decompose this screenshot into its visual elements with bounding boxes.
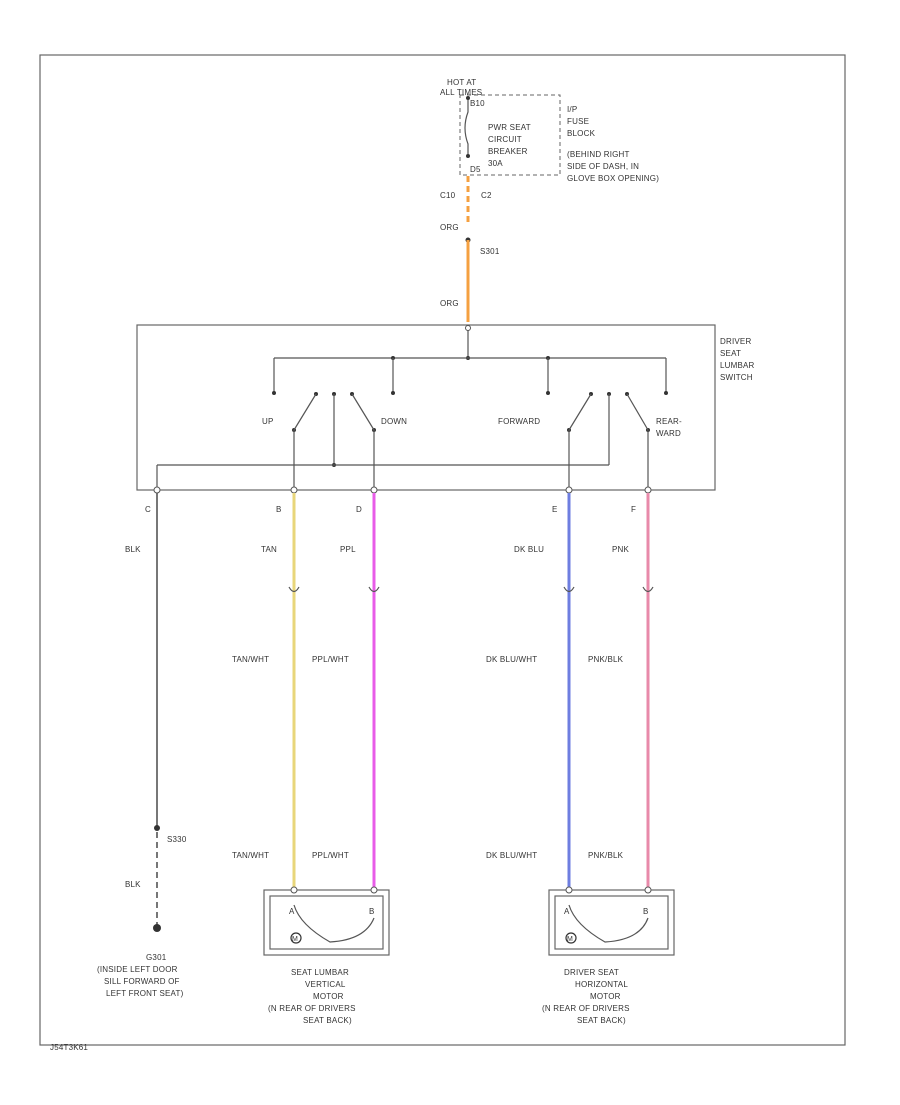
diagram-code: J54T3K61 xyxy=(50,1043,88,1052)
pin-c-label: C xyxy=(145,505,151,514)
switch-label-3: LUMBAR xyxy=(720,361,755,370)
fuse-block-outline xyxy=(459,94,561,176)
right-motor-pin-a: A xyxy=(564,907,570,916)
fuse-location-2: FUSE xyxy=(567,117,589,126)
right-motor-label-4: (N REAR OF DRIVERS xyxy=(542,1004,630,1013)
fuse-location-5: SIDE OF DASH, IN xyxy=(567,162,639,171)
switch-pin-connectors xyxy=(153,486,652,494)
switch-internal-wiring xyxy=(156,325,668,490)
outer-frame xyxy=(39,54,846,1046)
right-motor-label-2: HORIZONTAL xyxy=(575,980,628,989)
pin-e-label: E xyxy=(552,505,558,514)
switch-forward-label: FORWARD xyxy=(498,417,540,426)
feed-connector-left: C10 xyxy=(440,191,456,200)
motor-icon: M xyxy=(565,932,577,944)
feed-splice-label: S301 xyxy=(480,247,500,256)
svg-text:M: M xyxy=(567,936,573,943)
wire-ppl-label: PPL xyxy=(340,545,356,554)
right-motor-label-3: MOTOR xyxy=(590,992,621,1001)
wire-tan-label: TAN xyxy=(261,545,277,554)
pin-d-label: D xyxy=(356,505,362,514)
ground-symbol xyxy=(153,924,161,932)
wire-dk-blu-label: DK BLU xyxy=(514,545,544,554)
feed-connector-right: C2 xyxy=(481,191,492,200)
wire-pnk-label: PNK xyxy=(612,545,630,554)
ground-label-1: G301 xyxy=(146,953,167,962)
wire-dk-blu-wht-label-2: DK BLU/WHT xyxy=(486,851,537,860)
ground-splice-label: S330 xyxy=(167,835,187,844)
pin-f-label: F xyxy=(631,505,636,514)
wire-ppl-wht-label-1: PPL/WHT xyxy=(312,655,349,664)
fuse-location-3: BLOCK xyxy=(567,129,596,138)
switch-down-label: DOWN xyxy=(381,417,407,426)
breaker-line-4: 30A xyxy=(488,159,503,168)
inline-connectors xyxy=(288,586,654,593)
driver-seat-horizontal-motor: A B M xyxy=(548,886,675,956)
wire-tan-wht-label-1: TAN/WHT xyxy=(232,655,269,664)
fuse-location-1: I/P xyxy=(567,105,577,114)
right-motor-pin-b: B xyxy=(643,907,649,916)
hot-label-2: ALL TIMES xyxy=(440,88,482,97)
switch-label-1: DRIVER xyxy=(720,337,751,346)
right-motor-label-1: DRIVER SEAT xyxy=(564,968,619,977)
fuse-location-6: GLOVE BOX OPENING) xyxy=(567,174,659,183)
switch-up-label: UP xyxy=(262,417,274,426)
breaker-line-2: CIRCUIT xyxy=(488,135,522,144)
wire-pnk-blk-label-1: PNK/BLK xyxy=(588,655,624,664)
feed-wire-label-1: ORG xyxy=(440,223,459,232)
ground-label-4: LEFT FRONT SEAT) xyxy=(106,989,184,998)
breaker-line-3: BREAKER xyxy=(488,147,528,156)
circuit-breaker-symbol xyxy=(464,96,470,158)
left-motor-pin-a: A xyxy=(289,907,295,916)
wire-tan-wht-label-2: TAN/WHT xyxy=(232,851,269,860)
left-motor-label-5: SEAT BACK) xyxy=(303,1016,352,1025)
left-motor-label-4: (N REAR OF DRIVERS xyxy=(268,1004,356,1013)
wire-blk-label: BLK xyxy=(125,545,141,554)
switch-rearward-label-2: WARD xyxy=(656,429,681,438)
right-motor-label-5: SEAT BACK) xyxy=(577,1016,626,1025)
fuse-pin-bottom: D5 xyxy=(470,165,481,174)
pin-b-label: B xyxy=(276,505,282,514)
switch-rearward-label-1: REAR- xyxy=(656,417,682,426)
motor-icon: M xyxy=(290,932,302,944)
switch-box xyxy=(136,324,716,491)
feed-wire-label-2: ORG xyxy=(440,299,459,308)
left-motor-pin-b: B xyxy=(369,907,375,916)
ground-label-2: (INSIDE LEFT DOOR xyxy=(97,965,178,974)
left-motor-label-3: MOTOR xyxy=(313,992,344,1001)
left-motor-label-2: VERTICAL xyxy=(305,980,346,989)
wire-ppl-wht-label-2: PPL/WHT xyxy=(312,851,349,860)
wire-pnk-blk-label-2: PNK/BLK xyxy=(588,851,624,860)
fuse-location-4: (BEHIND RIGHT xyxy=(567,150,630,159)
wire-dk-blu-wht-label-1: DK BLU/WHT xyxy=(486,655,537,664)
svg-text:M: M xyxy=(292,936,298,943)
switch-label-2: SEAT xyxy=(720,349,741,358)
breaker-line-1: PWR SEAT xyxy=(488,123,531,132)
ground-label-3: SILL FORWARD OF xyxy=(104,977,180,986)
wire-blk-label-2: BLK xyxy=(125,880,141,889)
hot-label-1: HOT AT xyxy=(447,78,476,87)
seat-lumbar-vertical-motor: A B M xyxy=(263,886,390,956)
fuse-pin-top: B10 xyxy=(470,99,485,108)
left-motor-label-1: SEAT LUMBAR xyxy=(291,968,349,977)
splice-s330 xyxy=(154,825,160,831)
switch-label-4: SWITCH xyxy=(720,373,753,382)
